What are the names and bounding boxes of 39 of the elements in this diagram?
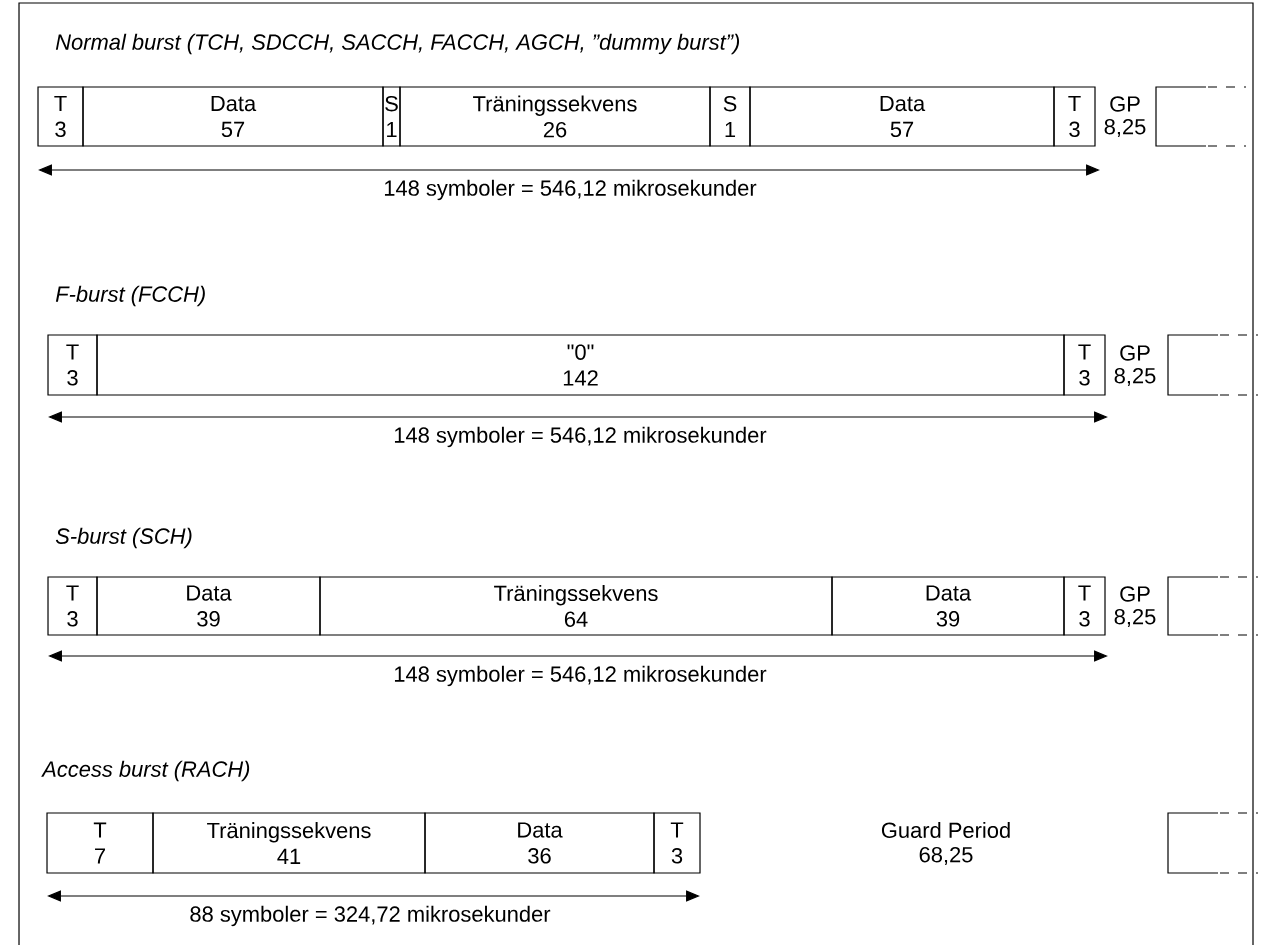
guard-period-label: Guard Period	[881, 821, 1010, 839]
field-cell: "0" 142	[96, 334, 1065, 396]
guard-period-label: 8,25	[1104, 118, 1146, 138]
field-cell: T 3	[653, 812, 701, 874]
field-cell: T 3	[1053, 86, 1096, 147]
field-cell: T 3	[37, 86, 84, 147]
dimension-label: 88 symboler = 324,72 mikrosekunder	[190, 905, 551, 927]
next-burst-box	[1155, 86, 1247, 147]
field-cell: Data 57	[82, 86, 384, 147]
guard-period-label: 8,25	[1114, 367, 1156, 387]
next-burst-box	[1167, 334, 1259, 396]
dimension-label: 148 symboler = 546,12 mikrosekunder	[384, 179, 757, 201]
burst-title: Normal burst (TCH, SDCCH, SACCH, FACCH, AGCH, ”dummy burst”)	[55, 33, 740, 55]
field-cell: Data 57	[749, 86, 1055, 147]
guard-period-label: GP	[1110, 96, 1140, 112]
burst-title: Access burst (RACH)	[41, 760, 250, 782]
field-cell: Träningssekvens 64	[319, 576, 833, 636]
next-burst-box	[1167, 812, 1259, 874]
guard-period-label: 8,25	[1114, 608, 1156, 628]
field-cell: S 1	[382, 86, 401, 147]
field-cell: T 3	[1063, 576, 1106, 636]
field-cell: Data 39	[831, 576, 1065, 636]
field-cell: Träningssekvens 26	[399, 86, 711, 147]
next-burst-box	[1167, 576, 1259, 636]
field-cell: T 3	[47, 576, 98, 636]
dimension-label: 148 symboler = 546,12 mikrosekunder	[394, 665, 767, 687]
guard-period-label: GP	[1120, 586, 1150, 602]
field-cell: S 1	[709, 86, 751, 147]
field-cell: T 3	[47, 334, 98, 396]
guard-period-label: 68,25	[919, 846, 973, 866]
field-cell: T 3	[1063, 334, 1106, 396]
field-cell: Träningssekvens 41	[152, 812, 426, 874]
field-cell: T 7	[46, 812, 154, 874]
field-cell: Data 39	[96, 576, 321, 636]
burst-title: S-burst (SCH)	[55, 527, 192, 549]
field-cell: Data 36	[424, 812, 655, 874]
guard-period-label: GP	[1120, 345, 1150, 361]
burst-title: F-burst (FCCH)	[55, 285, 205, 307]
dimension-label: 148 symboler = 546,12 mikrosekunder	[394, 426, 767, 448]
